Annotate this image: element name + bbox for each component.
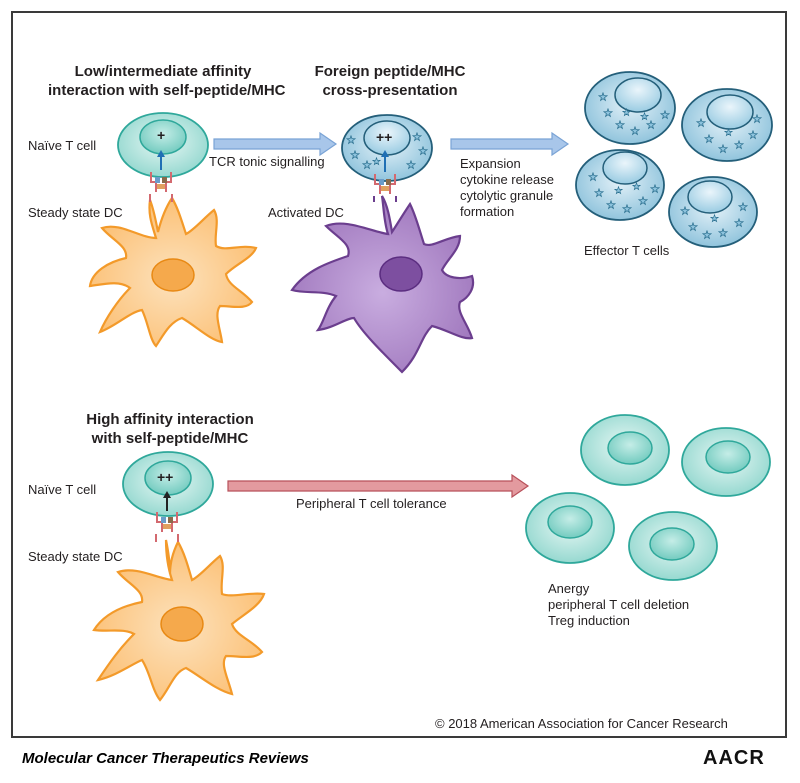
expansion-label-line2: cytokine release xyxy=(460,172,554,187)
copyright-notice: © 2018 American Association for Cancer R… xyxy=(435,716,728,731)
effector-t-cell-4 xyxy=(668,176,758,248)
effector-t-cell-1 xyxy=(584,71,676,145)
naive-t-cell-bottom xyxy=(122,451,214,517)
peripheral-tolerance-label: Peripheral T cell tolerance xyxy=(296,496,447,511)
naive-cell-signal-bottom: ++ xyxy=(157,469,174,485)
effector-t-cell-2 xyxy=(681,88,773,162)
title-high-affinity-line2: with self-peptide/MHC xyxy=(91,430,249,447)
tcr-mhc-interface-top-mid xyxy=(373,174,397,202)
steady-state-dc-bottom xyxy=(92,539,266,702)
expansion-label-line3: cytolytic granule xyxy=(460,188,554,203)
tcr-mhc-interface-bottom xyxy=(155,512,179,542)
tolerant-t-cell-1 xyxy=(580,414,670,486)
outcome-deletion: peripheral T cell deletion xyxy=(548,597,690,612)
title-foreign-peptide-line1: Foreign peptide/MHC xyxy=(314,63,466,80)
naive-t-cell-label-bottom: Naïve T cell xyxy=(28,482,97,497)
activated-t-cell xyxy=(341,114,433,182)
effector-t-cells-label: Effector T cells xyxy=(584,243,670,258)
activated-dc-label: Activated DC xyxy=(268,205,344,220)
activated-dc xyxy=(290,195,475,374)
arrow-peripheral-tolerance xyxy=(227,473,530,499)
arrow-tcr-tonic-label: TCR tonic signalling xyxy=(209,154,325,169)
outcome-anergy: Anergy xyxy=(548,581,590,596)
expansion-label: Expansion cytokine release cytolytic gra… xyxy=(460,156,580,220)
tolerance-outcome-label: Anergy peripheral T cell deletion Treg i… xyxy=(548,581,748,629)
effector-t-cell-3 xyxy=(575,149,665,221)
steady-dc-label-top: Steady state DC xyxy=(28,205,123,220)
journal-title: Molecular Cancer Therapeutics Reviews xyxy=(22,750,309,767)
naive-t-cell-top xyxy=(117,112,209,178)
arrow-expansion xyxy=(450,131,570,157)
title-low-affinity-line1: Low/intermediate affinity xyxy=(74,63,252,80)
tolerant-t-cell-2 xyxy=(681,427,771,497)
title-foreign-peptide-line2: cross-presentation xyxy=(322,82,458,99)
activated-cell-signal: ++ xyxy=(376,129,393,145)
expansion-label-line4: formation xyxy=(460,204,515,219)
tolerant-t-cell-3 xyxy=(525,492,615,564)
steady-dc-label-bottom: Steady state DC xyxy=(28,549,123,564)
title-high-affinity-line1: High affinity interaction xyxy=(86,411,254,428)
title-foreign-peptide: Foreign peptide/MHC cross-presentation xyxy=(300,62,480,100)
steady-state-dc-top xyxy=(88,195,258,348)
expansion-label-line1: Expansion xyxy=(460,156,521,171)
footer-bar: Molecular Cancer Therapeutics Reviews AA… xyxy=(0,742,800,783)
title-low-affinity: Low/intermediate affinity interaction wi… xyxy=(48,62,286,100)
tcr-mhc-interface-top-left xyxy=(149,172,173,202)
arrow-tcr-tonic xyxy=(213,131,338,157)
title-low-affinity-line2: interaction with self-peptide/MHC xyxy=(48,82,286,99)
aacr-logo: AACR xyxy=(703,747,765,769)
outcome-treg: Treg induction xyxy=(548,613,630,628)
tolerant-t-cell-4 xyxy=(628,511,718,581)
title-high-affinity: High affinity interaction with self-pept… xyxy=(55,410,285,448)
naive-t-cell-label-top: Naïve T cell xyxy=(28,138,97,153)
naive-cell-signal-top: + xyxy=(157,127,166,143)
